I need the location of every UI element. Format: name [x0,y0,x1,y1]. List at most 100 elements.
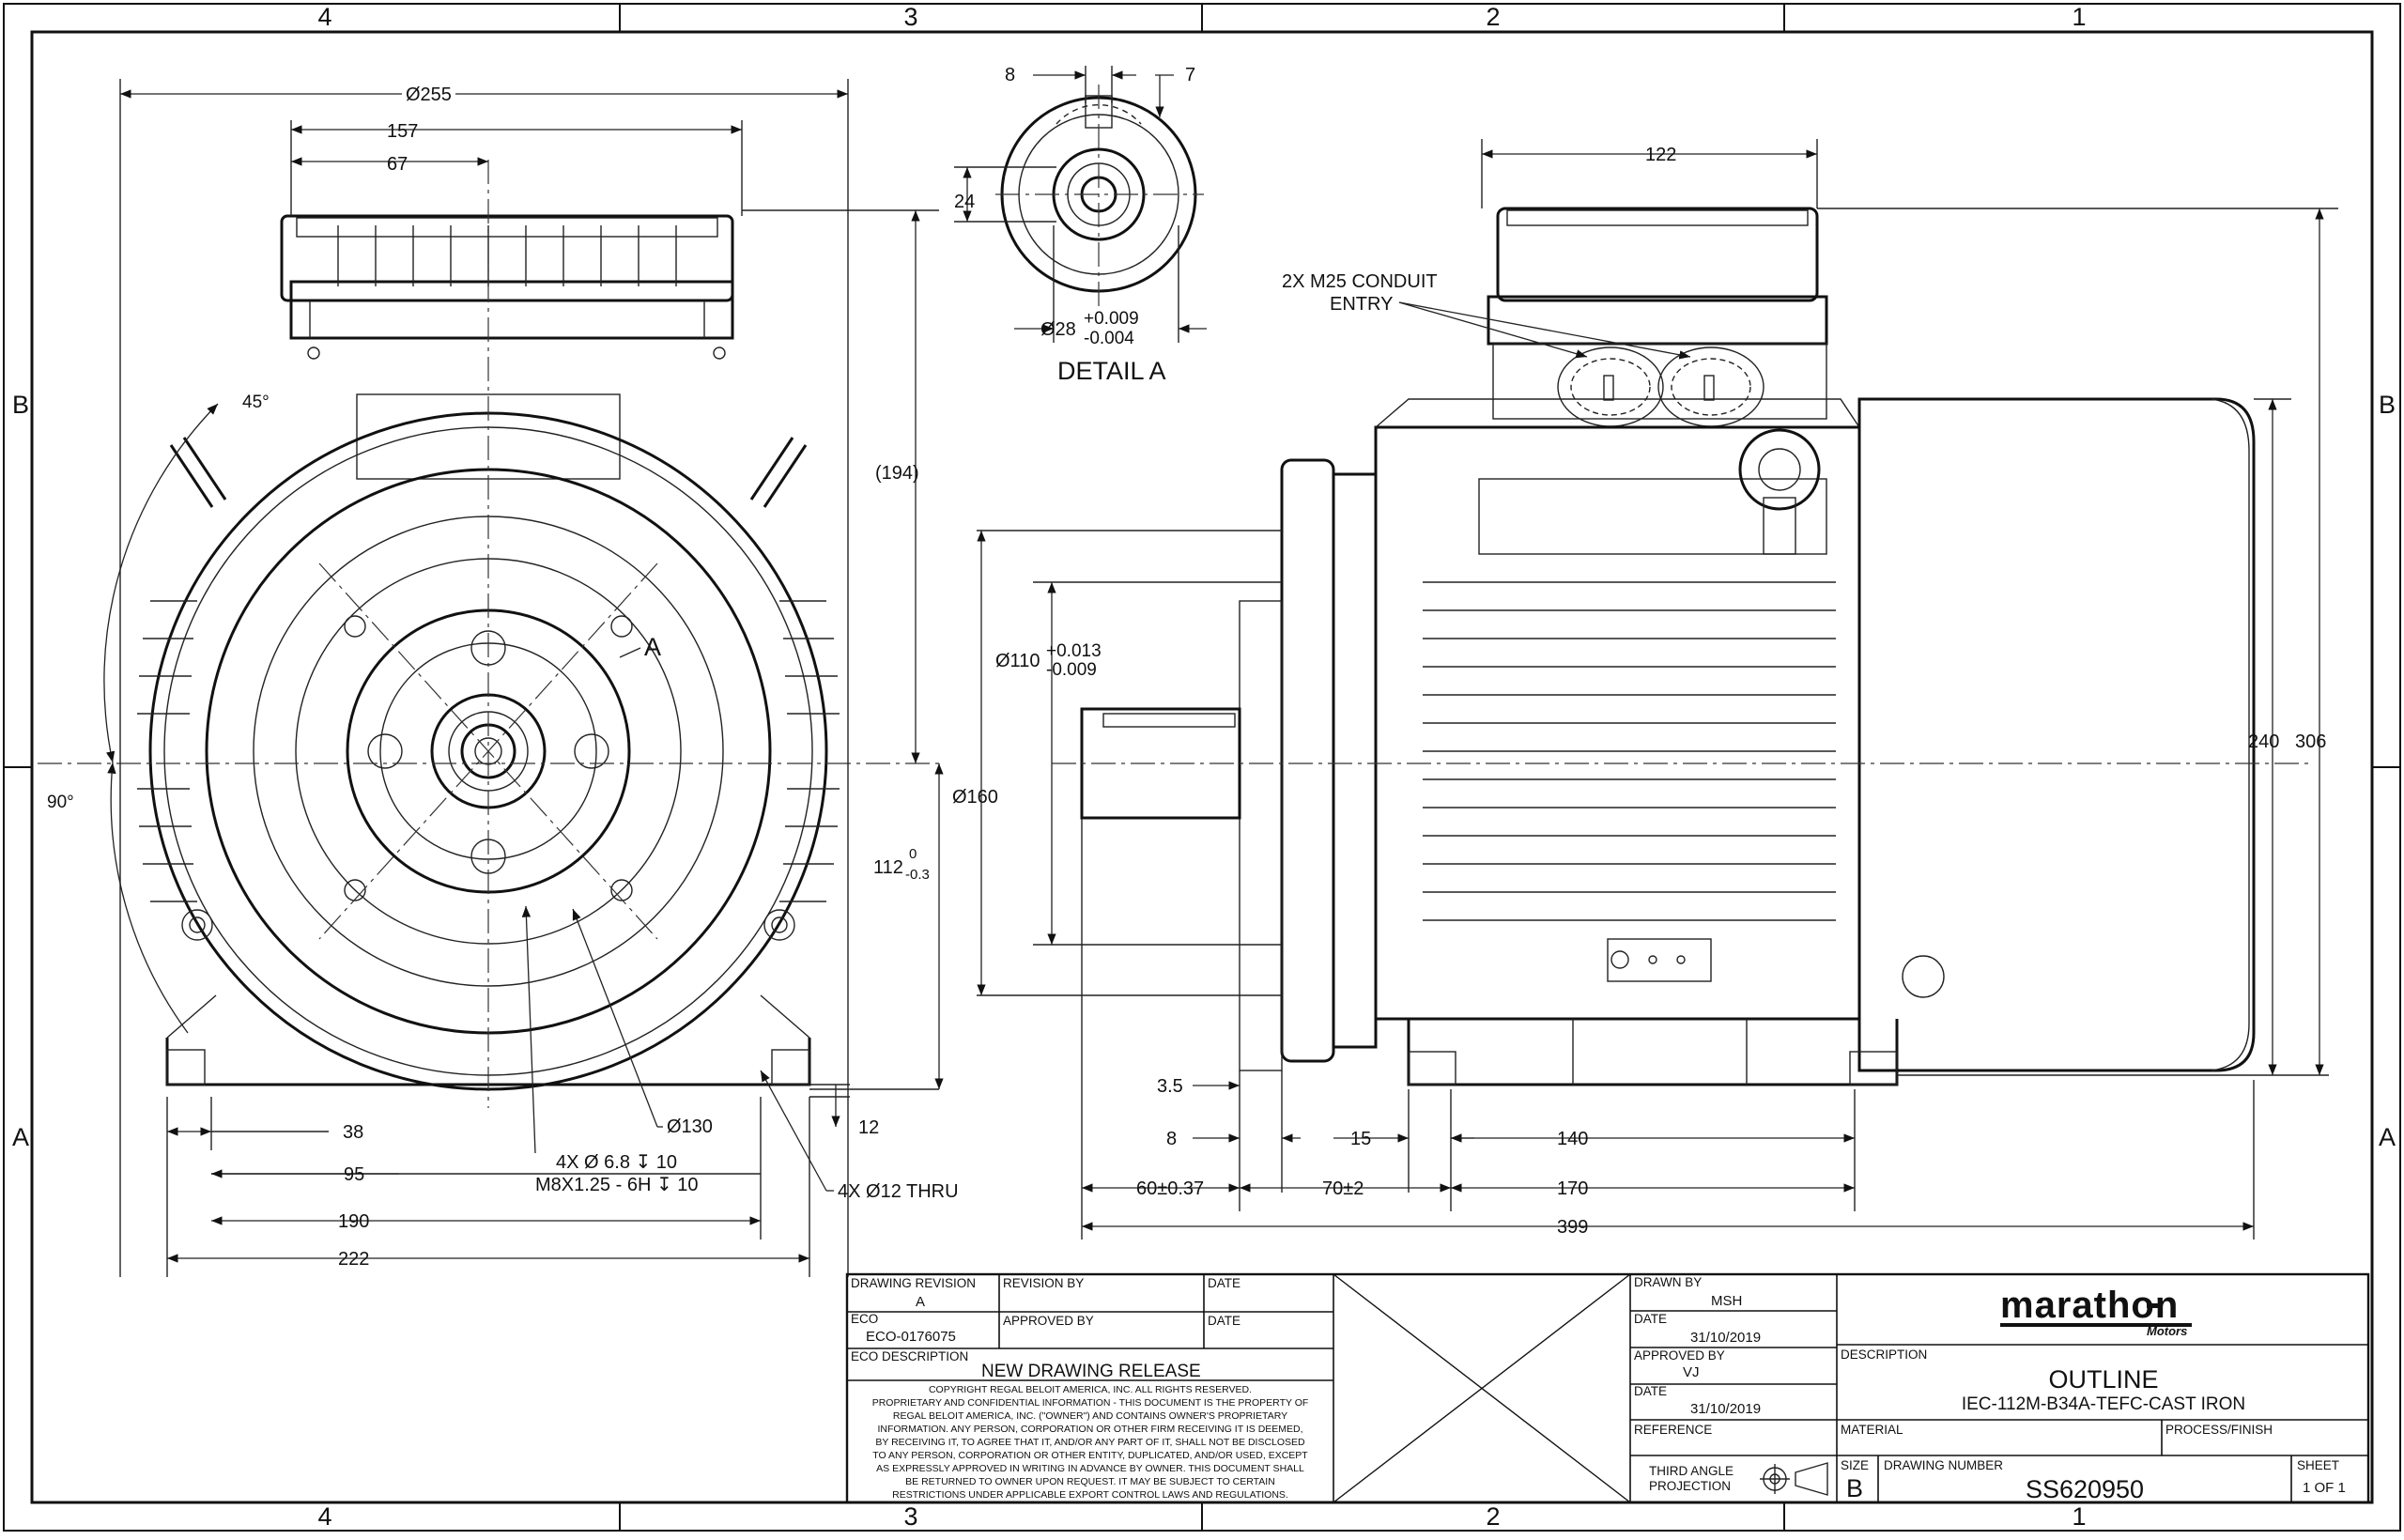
description-title: OUTLINE [2048,1365,2158,1394]
detail-dim-tol-upper: +0.009 [1084,309,1139,329]
label-eco: ECO [851,1312,878,1326]
value-drawn-date: 31/10/2019 [1690,1330,1761,1346]
dim-d67: 67 [387,154,408,175]
detail-dim-tol-lower: -0.004 [1084,329,1134,348]
dim-d70: 70±2 [1322,1178,1364,1199]
dim-d157: 157 [387,121,418,142]
dim-h112: 112 [873,857,903,878]
dim-d3-5: 3.5 [1157,1076,1183,1097]
title-block: DRAWING REVISION A REVISION BY DATE ECO … [845,1272,2370,1504]
dim-d38: 38 [343,1122,363,1143]
dim-d110-tol-lower: -0.009 [1046,660,1097,680]
label-drawing-revision: DRAWING REVISION [851,1276,976,1290]
zone-row-a-left: A [12,1123,29,1151]
dim-d140: 140 [1557,1129,1588,1149]
zone-row-a-right: A [2379,1123,2396,1151]
dim-d170: 170 [1557,1178,1588,1199]
copyright-line: REGAL BELOIT AMERICA, INC. ("OWNER") AND… [893,1410,1287,1422]
marathon-logo: marathon Motors [2000,1285,2192,1338]
copyright-line: BE RETURNED TO OWNER UPON REQUEST. IT MA… [905,1476,1275,1487]
value-sheet: 1 OF 1 [2303,1480,2346,1496]
label-size: SIZE [1841,1458,1869,1472]
holes-callout-line1: 4X Ø 6.8 ↧ 10 [556,1152,677,1173]
value-eco-description: NEW DRAWING RELEASE [981,1362,1201,1381]
label-approved-by-2: APPROVED BY [1634,1348,1725,1363]
front-view-dimensions: Ø255 157 67 (194) 45° 90° A 112 0 -0.3 Ø… [47,79,959,1277]
dim-d222: 222 [338,1249,369,1270]
description-sub: IEC-112M-B34A-TEFC-CAST IRON [1962,1394,2245,1414]
holes-callout-line2: M8X1.25 - 6H ↧ 10 [535,1175,699,1195]
zone-col-1-bottom: 1 [2072,1502,2086,1531]
projection-line2: PROJECTION [1649,1479,1731,1493]
zone-row-b-right: B [2379,391,2396,419]
label-drawn-by: DRAWN BY [1634,1275,1702,1289]
dim-d60: 60±0.37 [1136,1178,1204,1199]
detail-dim-key-depth: 7 [1185,65,1195,85]
dim-d399: 399 [1557,1217,1588,1238]
dim-h112-tol-lower: -0.3 [905,867,930,883]
dim-d15: 15 [1350,1129,1371,1149]
label-approved-date: DATE [1634,1384,1667,1398]
dim-d12: 12 [858,1117,879,1138]
zone-col-4-top: 4 [317,3,331,31]
dim-d95: 95 [344,1164,364,1185]
copyright-line: PROPRIETARY AND CONFIDENTIAL INFORMATION… [872,1397,1309,1409]
detail-a-title: DETAIL A [1057,357,1166,385]
value-approved-by: VJ [1683,1364,1700,1380]
value-approved-date: 31/10/2019 [1690,1401,1761,1417]
value-drawing-revision: A [916,1294,925,1310]
dim-h112-tol-upper: 0 [909,846,917,862]
dim-d130: Ø130 [667,1116,713,1137]
label-approved-by: APPROVED BY [1003,1314,1094,1328]
zone-col-3-top: 3 [903,3,917,31]
detail-dim-height: 24 [954,192,975,212]
zone-col-2-top: 2 [1486,3,1500,31]
side-view-dimensions: 122 2X M25 CONDUIT ENTRY Ø110 +0.013 -0.… [952,139,2338,1240]
dim-angle90: 90° [47,793,74,812]
dim-d122: 122 [1645,145,1676,165]
zone-col-3-bottom: 3 [903,1502,917,1531]
detail-dim-dia: Ø28 [1040,319,1076,340]
dim-d255: Ø255 [406,85,452,105]
projection-line1: THIRD ANGLE [1649,1464,1734,1478]
dim-d194: (194) [875,463,919,484]
copyright-line: COPYRIGHT REGAL BELOIT AMERICA, INC. ALL… [929,1384,1252,1395]
dim-d110-tol-upper: +0.013 [1046,641,1102,661]
dim-d240: 240 [2248,732,2279,752]
dim-d160: Ø160 [952,787,998,808]
label-date-approval: DATE [1208,1314,1241,1328]
detail-dim-key-width: 8 [1005,65,1015,85]
dim-d306: 306 [2295,732,2326,752]
label-sheet: SHEET [2297,1458,2339,1472]
label-description: DESCRIPTION [1841,1348,1927,1362]
dim-d110: Ø110 [995,651,1040,671]
detail-a-callout: A [644,633,661,661]
conduit-callout-line1: 2X M25 CONDUIT [1282,271,1438,292]
detail-a-view: 8 7 24 Ø28 +0.009 -0.004 DETAIL A [954,65,1207,385]
third-angle-projection-icon [1760,1462,1828,1496]
label-revision-by: REVISION BY [1003,1276,1084,1290]
copyright-line: AS EXPRESSLY APPROVED IN WRITING IN ADVA… [876,1463,1304,1474]
zone-col-1-top: 1 [2072,3,2086,31]
copyright-line: BY RECEIVING IT, TO AGREE THAT IT, AND/O… [875,1437,1305,1448]
label-drawn-date: DATE [1634,1312,1667,1326]
label-reference: REFERENCE [1634,1423,1712,1437]
zone-col-4-bottom: 4 [317,1502,331,1531]
zone-col-2-bottom: 2 [1486,1502,1500,1531]
value-drawn-by: MSH [1711,1293,1742,1309]
dim-d190: 190 [338,1211,369,1232]
copyright-line: RESTRICTIONS UNDER APPLICABLE EXPORT CON… [892,1489,1288,1501]
label-eco-description: ECO DESCRIPTION [851,1349,968,1363]
copyright-line: TO ANY PERSON, CORPORATION OR OTHER ENTI… [872,1450,1308,1461]
brand-sub: Motors [2147,1324,2187,1338]
thru-callout: 4X Ø12 THRU [838,1181,959,1202]
label-date-revision: DATE [1208,1276,1241,1290]
copyright-line: INFORMATION. ANY PERSON, CORPORATION OR … [877,1424,1302,1435]
copyright-notice: COPYRIGHT REGAL BELOIT AMERICA, INC. ALL… [872,1384,1309,1501]
zone-labels: 4 3 2 1 4 3 2 1 B B A A [12,3,2396,1531]
conduit-callout-line2: ENTRY [1330,294,1393,315]
dim-angle45: 45° [242,393,270,412]
dim-d8: 8 [1166,1129,1177,1149]
